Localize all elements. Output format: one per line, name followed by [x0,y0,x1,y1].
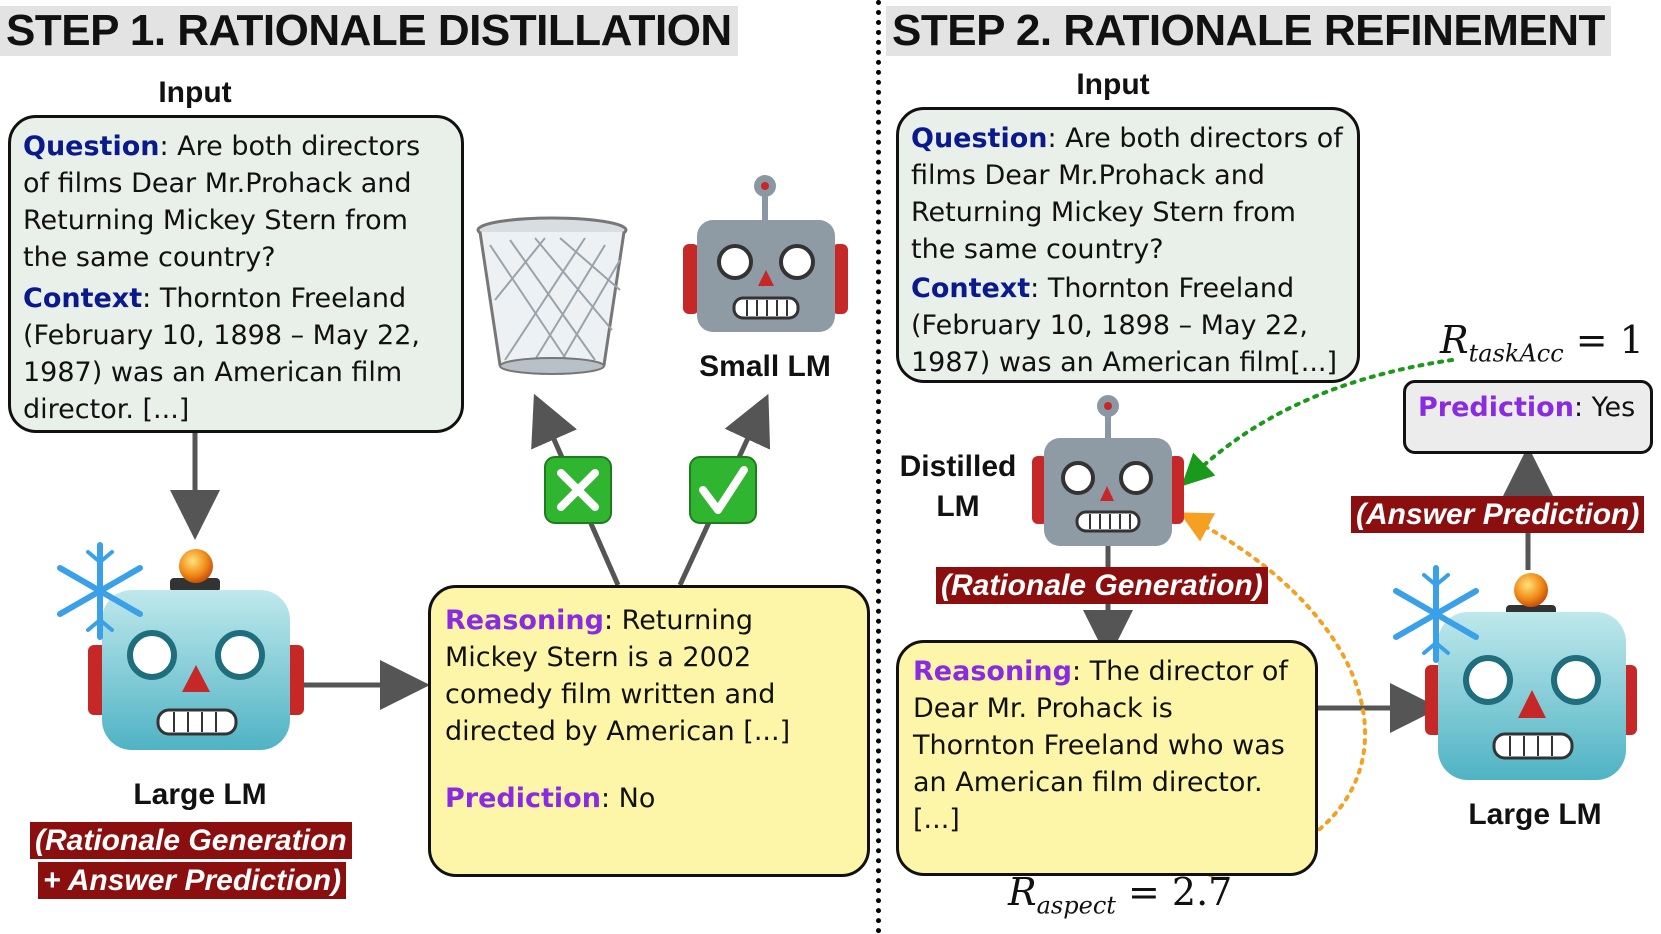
answer-prediction-tag: (Answer Prediction) [1351,496,1645,533]
context-label: Context [911,273,1031,304]
step1-output-box: Reasoning: Returning Mickey Stern is a 2… [428,585,870,877]
question-label: Question [23,131,160,162]
distilled-lm-label-line2: LM [936,490,980,523]
question-label: Question [911,123,1048,154]
step2-prediction-box: Prediction: Yes [1403,380,1653,454]
large-lm-robot-step2 [1425,573,1637,780]
rationale-generation-tag: (Rationale Generation) [936,567,1268,604]
reasoning-label: Reasoning [445,605,604,636]
step2-title: STEP 2. RATIONALE REFINEMENT [886,6,1611,56]
distilled-lm-robot [1032,395,1184,546]
context-text: : Thornton Freeland (February 10, 1898 –… [911,273,1338,378]
step1-large-lm-label: Large LM [133,778,267,811]
section-divider [876,0,881,934]
prediction-text: : No [600,783,656,814]
step1-input-box: Question: Are both directors of films De… [8,115,464,433]
reasoning-text: : The director of Dear Mr. Prohack is Th… [913,656,1288,835]
reward-taskacc-symbol: R [1440,318,1469,362]
distilled-lm-label-line1: Distilled [899,450,1017,483]
snowflake-icon-step2 [1393,565,1479,663]
reward-taskacc-arrow [1181,358,1454,487]
small-lm-label: Small LM [699,350,831,383]
step2-large-lm-label: Large LM [1468,798,1602,831]
reasoning-label: Reasoning [913,656,1072,687]
prediction-label: Prediction [1418,392,1574,423]
step1-input-heading: Input [158,76,232,109]
step1-large-lm-tag-line1: (Rationale Generation [30,822,352,859]
reward-aspect: Raspect = 2.7 [1008,870,1232,920]
snowflake-icon-step1 [57,542,143,640]
check-mark-icon [689,456,757,524]
trash-basket-icon [476,216,628,375]
reward-taskacc-value: = 1 [1575,318,1644,362]
question-text: : Are both directors of films Dear Mr.Pr… [23,131,421,273]
context-text: : Thornton Freeland (February 10, 1898 –… [23,283,420,425]
reward-taskacc-subscript: taskAcc [1468,339,1564,368]
reward-aspect-value: = 2.7 [1128,870,1233,914]
cross-mark-icon [544,456,612,524]
step2-reasoning-box: Reasoning: The director of Dear Mr. Proh… [896,640,1318,876]
reasoning-text: : Returning Mickey Stern is a 2002 comed… [445,605,791,747]
reward-aspect-subscript: aspect [1036,891,1116,920]
context-label: Context [23,283,143,314]
question-text: : Are both directors of films Dear Mr.Pr… [911,123,1343,265]
large-lm-robot-step1 [88,549,304,750]
prediction-label: Prediction [445,783,601,814]
reward-aspect-symbol: R [1008,870,1037,914]
small-lm-robot [683,175,848,332]
step1-title: STEP 1. RATIONALE DISTILLATION [0,6,738,56]
step2-input-box: Question: Are both directors of films De… [896,107,1360,383]
step2-input-heading: Input [1076,68,1150,101]
reward-taskacc: RtaskAcc = 1 [1440,318,1644,368]
step1-large-lm-tag-line2: + Answer Prediction) [38,862,347,899]
prediction-text: : Yes [1573,392,1636,423]
